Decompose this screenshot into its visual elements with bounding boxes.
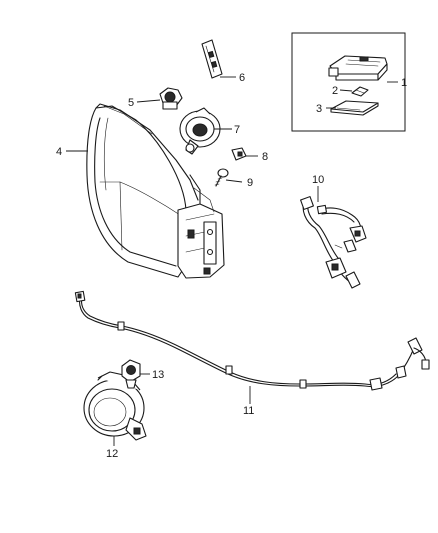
callout-6: 6	[239, 72, 245, 84]
part-2-bulb[interactable]	[351, 86, 369, 97]
callout-4: 4	[56, 146, 62, 158]
callout-13: 13	[152, 369, 164, 381]
callout-2: 2	[332, 85, 338, 97]
callout-7: 7	[234, 124, 240, 136]
part-6-connector[interactable]	[201, 39, 223, 79]
callout-1: 1	[401, 77, 407, 89]
inset-box	[291, 32, 406, 132]
part-3-bracket[interactable]	[330, 100, 379, 116]
part-10-wiring-harness[interactable]	[300, 196, 367, 289]
part-8-clip[interactable]	[231, 147, 247, 161]
callout-labels: 1 2 3 4 5 6 7 8 9 10 11 12 13	[56, 72, 407, 460]
part-11-long-harness[interactable]	[74, 290, 430, 391]
part-7-dust-cap[interactable]	[179, 107, 221, 155]
callout-5: 5	[128, 97, 134, 109]
leader-lines	[66, 76, 398, 446]
part-9-screw[interactable]	[214, 168, 229, 187]
part-4-headlamp-assembly[interactable]	[86, 103, 225, 279]
callout-10: 10	[312, 174, 324, 186]
callout-11: 11	[243, 405, 254, 417]
part-12-fog-lamp[interactable]	[83, 371, 147, 441]
callout-12: 12	[106, 448, 118, 460]
part-13-fog-bulb[interactable]	[121, 359, 141, 389]
callout-9: 9	[247, 177, 253, 189]
callout-3: 3	[316, 103, 322, 115]
part-1-ballast-module[interactable]	[328, 55, 388, 81]
callout-8: 8	[262, 151, 268, 163]
part-5-bulb-socket[interactable]	[159, 87, 183, 110]
